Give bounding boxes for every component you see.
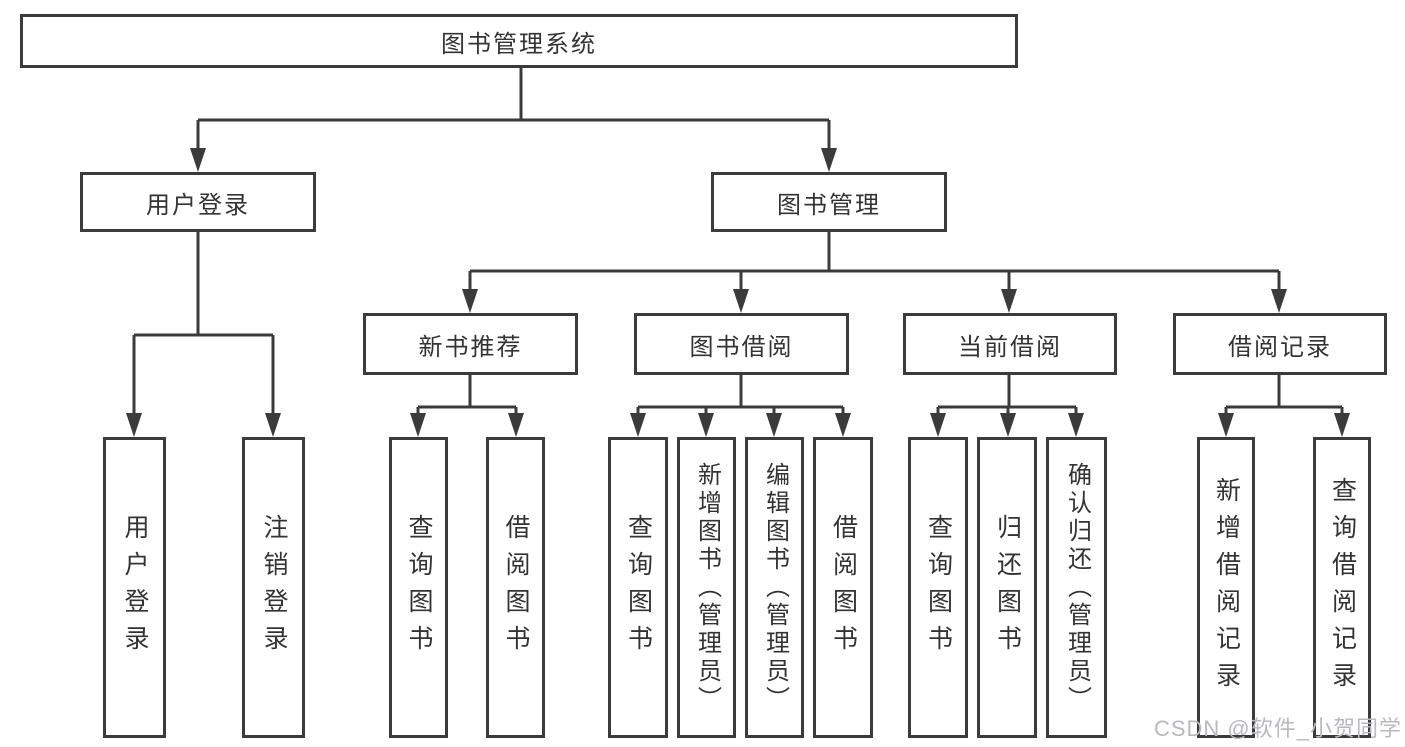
connector-book-management — [462, 232, 1287, 313]
arrow-down-icon — [630, 413, 646, 437]
connector-root — [190, 68, 837, 172]
node-current-borrowing-label: 当前借阅 — [958, 333, 1062, 361]
leaf-edit-books-admin-label: 编辑图书（管理员） — [761, 461, 789, 714]
leaf-add-borrow-record-label: 新增借阅记录 — [1212, 476, 1241, 699]
connector-book-borrowing — [630, 375, 851, 437]
node-user-login: 用户登录 — [80, 172, 316, 232]
arrow-down-icon — [190, 148, 206, 172]
node-book-borrowing-label: 图书借阅 — [689, 333, 794, 361]
arrow-down-icon — [508, 413, 524, 437]
leaf-return-books: 归还图书 — [977, 437, 1037, 738]
arrow-down-icon — [1271, 289, 1287, 313]
leaf-query-borrow-record: 查询借阅记录 — [1313, 437, 1371, 738]
leaf-confirm-return-admin-label: 确认归还（管理员） — [1063, 461, 1091, 714]
leaf-user-login-label: 用户登录 — [121, 513, 149, 662]
leaf-return-books-label: 归还图书 — [993, 513, 1022, 662]
node-borrowing-records: 借阅记录 — [1173, 313, 1387, 375]
leaf-query-books-current: 查询图书 — [908, 437, 968, 738]
leaf-logout-label: 注销登录 — [260, 513, 288, 662]
node-current-borrowing: 当前借阅 — [903, 313, 1117, 375]
node-new-book-recommendation: 新书推荐 — [363, 313, 578, 375]
leaf-query-borrow-record-label: 查询借阅记录 — [1328, 476, 1357, 699]
arrow-down-icon — [1001, 289, 1017, 313]
leaf-query-books-borrowing: 查询图书 — [608, 437, 668, 738]
arrow-down-icon — [1218, 413, 1234, 437]
leaf-confirm-return-admin: 确认归还（管理员） — [1046, 437, 1107, 738]
leaf-user-login: 用户登录 — [103, 437, 166, 738]
node-library-system-label: 图书管理系统 — [441, 30, 597, 58]
arrow-down-icon — [835, 413, 851, 437]
leaf-borrow-books-borrowing: 借阅图书 — [813, 437, 873, 738]
leaf-add-books-admin: 新增图书（管理员） — [677, 437, 736, 738]
arrow-down-icon — [733, 289, 749, 313]
connector-user-login — [126, 232, 281, 437]
node-library-system: 图书管理系统 — [20, 14, 1018, 68]
arrow-down-icon — [1068, 413, 1084, 437]
arrow-down-icon — [930, 413, 946, 437]
arrow-down-icon — [821, 148, 837, 172]
connector-borrowing-records — [1218, 375, 1350, 437]
connector-current-borrowing — [930, 375, 1084, 437]
node-book-management-label: 图书管理 — [777, 191, 881, 219]
node-book-borrowing: 图书借阅 — [634, 313, 849, 375]
leaf-query-books-borrowing-label: 查询图书 — [624, 513, 653, 662]
arrow-down-icon — [698, 413, 714, 437]
csdn-watermark: CSDN @软件_小贺同学 — [1153, 716, 1402, 741]
leaf-logout: 注销登录 — [242, 437, 305, 738]
arrow-down-icon — [126, 413, 142, 437]
arrow-down-icon — [265, 413, 281, 437]
leaf-borrow-books-recommend-label: 借阅图书 — [502, 513, 530, 662]
leaf-borrow-books-borrowing-label: 借阅图书 — [829, 513, 858, 662]
node-book-management: 图书管理 — [711, 172, 947, 232]
connector-new-book-recommendation — [410, 375, 524, 437]
leaf-query-books-current-label: 查询图书 — [924, 513, 953, 662]
leaf-query-books-recommend: 查询图书 — [389, 437, 448, 738]
arrow-down-icon — [410, 413, 426, 437]
leaf-edit-books-admin: 编辑图书（管理员） — [745, 437, 804, 738]
leaf-borrow-books-recommend: 借阅图书 — [486, 437, 545, 738]
leaf-add-borrow-record: 新增借阅记录 — [1197, 437, 1255, 738]
leaf-query-books-recommend-label: 查询图书 — [405, 513, 433, 662]
arrow-down-icon — [1000, 413, 1016, 437]
arrow-down-icon — [766, 413, 782, 437]
arrow-down-icon — [462, 289, 478, 313]
node-borrowing-records-label: 借阅记录 — [1228, 333, 1332, 361]
leaf-add-books-admin-label: 新增图书（管理员） — [693, 461, 721, 714]
node-new-book-recommendation-label: 新书推荐 — [418, 333, 523, 361]
node-user-login-label: 用户登录 — [146, 191, 250, 219]
arrow-down-icon — [1334, 413, 1350, 437]
